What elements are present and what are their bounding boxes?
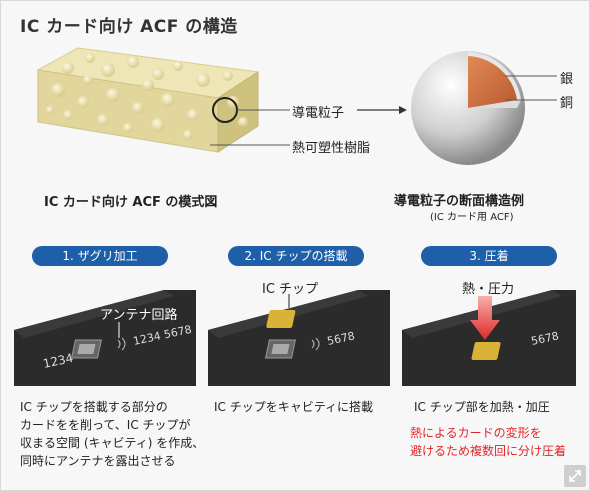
svg-text:5678: 5678 [326,329,356,348]
label-heat-pressure: 熱・圧力 [462,282,515,297]
step-1-card: 1234 5678 1234 [14,290,196,386]
svg-text:5678: 5678 [530,329,560,348]
label-thermoplastic-resin: 熱可塑性樹脂 [292,141,371,156]
step-1-pill: 1. ザグリ加工 [32,246,168,266]
label-ic-chip: IC チップ [262,282,319,297]
step-3-note: 熱によるカードの変形を避けるため複数回に分け圧着 [410,426,567,458]
arrow-to-particle [357,106,407,114]
expand-icon [569,470,581,482]
antenna-pointer-line [118,322,120,338]
particle-subcaption: (IC カード用 ACF) [430,212,514,223]
step-2-card: 5678 [208,290,390,386]
particle-label-lines [505,75,557,101]
step-2-description: IC チップをキャビティに搭載 [214,400,374,414]
acf-caption: IC カード向け ACF の模式図 [44,195,218,210]
page-title: IC カード向け ACF の構造 [20,17,238,37]
step-3-description: IC チップ部を加熱・加圧 [414,400,550,414]
chip-pointer-line [288,294,290,308]
label-copper: 銅 [560,96,574,111]
label-silver: 銀 [560,72,574,87]
step-3-pill: 3. 圧着 [421,246,557,266]
pressure-arrow-icon [470,296,500,340]
acf-block-illustration [36,47,260,153]
label-conductive-particle: 導電粒子 [292,106,345,121]
particle-caption: 導電粒子の断面構造例 [394,194,525,209]
card-number-left: 1234 [42,351,75,371]
acf-connector-lines [210,109,290,146]
label-antenna-circuit: アンテナ回路 [100,308,178,323]
expand-button[interactable] [564,465,586,487]
step-2-pill: 2. IC チップの搭載 [228,246,364,266]
particle-cross-section [411,51,525,165]
step-1-description: IC チップを搭載する部分のカードをを削って、IC チップが収まる空間 (キャビ… [20,400,205,468]
